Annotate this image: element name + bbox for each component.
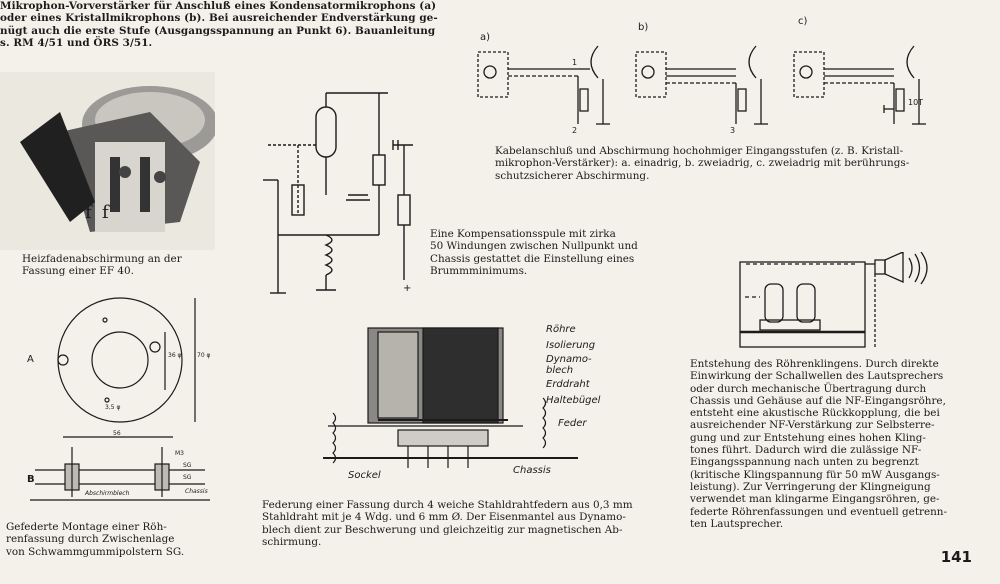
heater-label-f2: f xyxy=(102,202,109,223)
cable-node-10t: 10T xyxy=(908,98,924,107)
tube-ringing-diagram xyxy=(735,250,930,352)
mount-label-b: B xyxy=(27,474,35,485)
caption-spring-suspension: Federung einer Fassung durch 4 weiche St… xyxy=(262,499,633,548)
label-chassis: Chassis xyxy=(513,465,551,476)
caption-cable-shielding: Kabelanschluß und Abschirmung hochohmige… xyxy=(495,145,910,182)
dim-70: 70 φ xyxy=(197,352,211,359)
cable-shielding-diagrams: a) b) c) 1 2 3 10T xyxy=(468,14,948,144)
label-sockel: Sockel xyxy=(348,470,381,481)
heater-shield-photo: f f xyxy=(0,72,218,250)
cable-node-3: 3 xyxy=(730,126,736,135)
caption-heater-shield: Heizfadenabschirmung an der Fassung eine… xyxy=(22,253,182,278)
caption-compensation-coil: Eine Kompensationsspule mit zirka 50 Win… xyxy=(430,228,638,277)
label-chassis-small: Chassis xyxy=(185,488,208,495)
mount-label-a: A xyxy=(27,354,34,365)
label-erddraht: Erddraht xyxy=(546,379,590,390)
label-m3: M3 xyxy=(175,450,184,457)
cable-label-a: a) xyxy=(480,32,491,43)
compensation-plus: + xyxy=(403,283,412,294)
intro-paragraph: Mikrophon-Vorverstärker für Anschluß ein… xyxy=(0,0,438,49)
cable-label-c: c) xyxy=(798,16,808,27)
dim-36: 36 φ xyxy=(168,352,182,359)
cable-label-b: b) xyxy=(638,22,649,33)
sprung-mounting-drawing: A B 36 φ 70 φ 56 3,5 φ M3 SG SG Abschirm… xyxy=(25,292,225,517)
label-feder: Feder xyxy=(558,418,587,429)
spring-suspension-drawing: Röhre Isolierung Dynamo- blech Erddraht … xyxy=(318,318,618,488)
caption-tube-ringing: Entstehung des Röhrenklingens. Durch dir… xyxy=(690,358,948,530)
caption-sprung-mounting: Gefederte Montage einer Röh- renfassung … xyxy=(6,521,185,558)
label-sg-2: SG xyxy=(183,474,192,481)
label-abschirmblech: Abschirmblech xyxy=(85,490,130,497)
label-isolierung: Isolierung xyxy=(546,340,596,351)
dim-35: 3,5 φ xyxy=(105,404,121,411)
label-roehre: Röhre xyxy=(546,324,576,335)
cable-node-1: 1 xyxy=(572,58,578,67)
label-haltebuegel: Haltebügel xyxy=(546,395,601,406)
dim-56: 56 xyxy=(113,430,121,437)
label-dynamoblech: Dynamo- blech xyxy=(546,354,592,376)
cable-node-2: 2 xyxy=(572,126,578,135)
page-number: 141 xyxy=(940,548,972,566)
heater-label-f1: f xyxy=(85,202,92,223)
compensation-circuit: + xyxy=(258,85,418,300)
label-sg-1: SG xyxy=(183,462,192,469)
